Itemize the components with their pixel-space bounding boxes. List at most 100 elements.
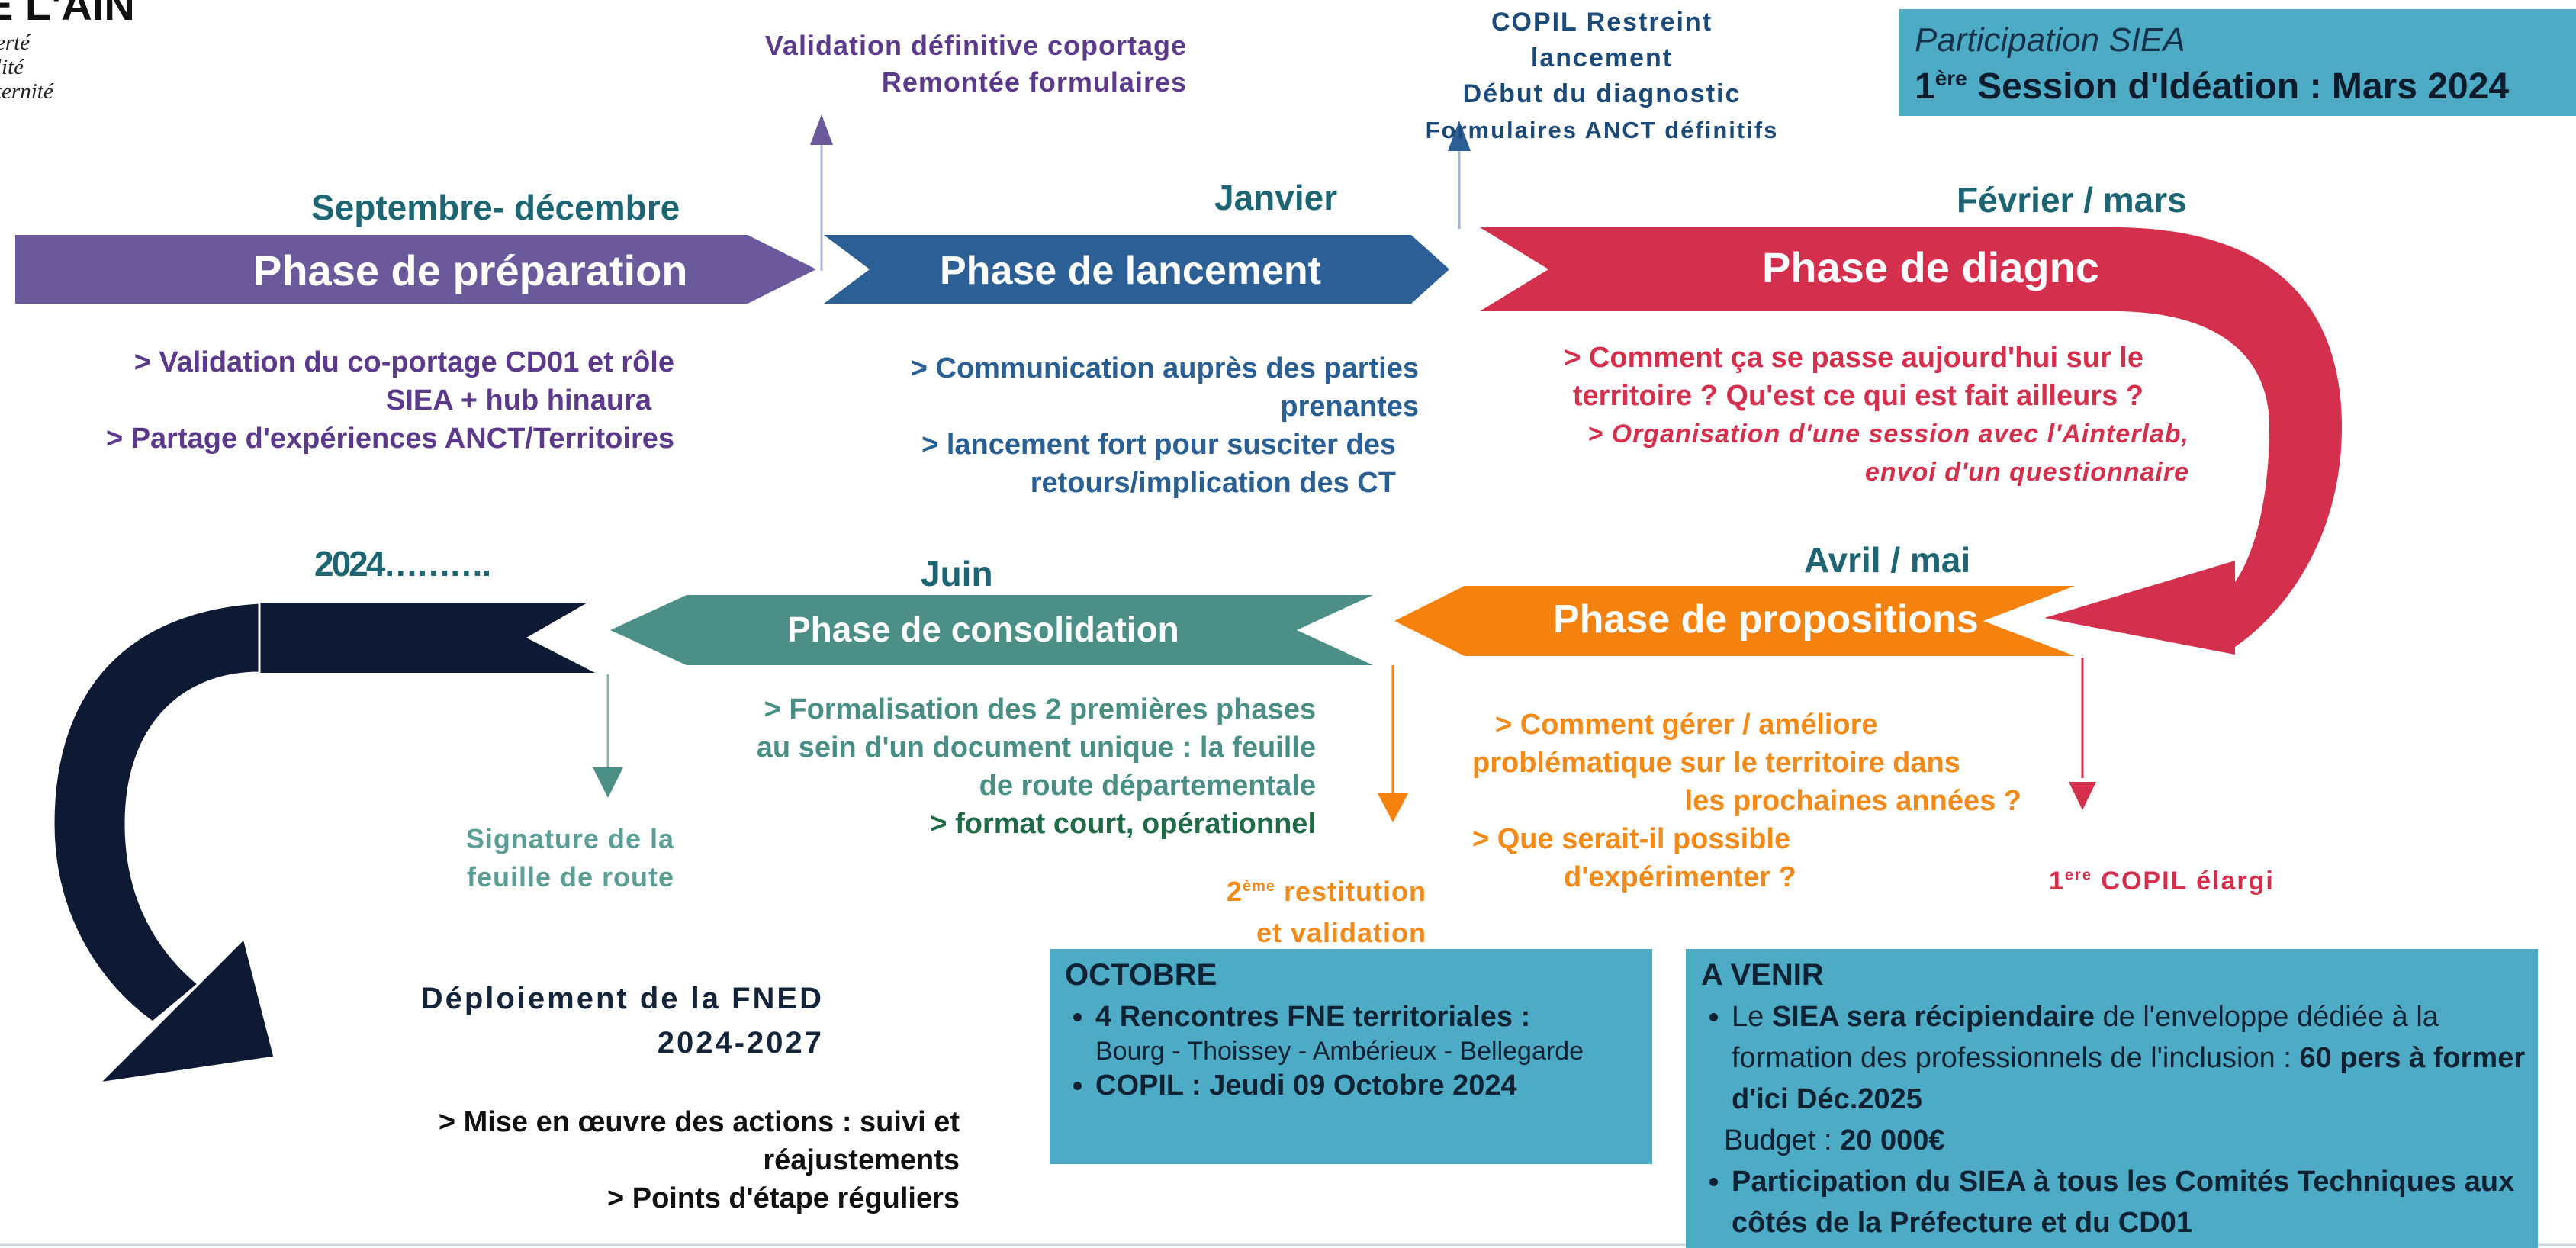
milestone-line: Signature de la [465,823,674,854]
bullet-line: réajustements [763,1144,960,1176]
period-diagnostic: Février / mars [1957,180,2187,220]
phase-propositions-arrow [1394,586,2075,656]
bullet-line: prenantes [1280,391,1419,423]
deploiement-curve-head [95,936,276,1086]
bullet-line: > Communication auprès des parties [910,352,1419,384]
avenir-item-comites: Participation du SIEA à tous les Comités… [1732,1161,2540,1243]
phase-preparation-arrow [15,235,816,304]
period-lancement: Janvier [1214,178,1338,217]
bullet-line: > Points d'étape réguliers [606,1182,960,1214]
bullet-line: > Formalisation des 2 premières phases [764,693,1316,725]
milestone-sup: ere [2064,867,2092,884]
consolidation-bullets: > Formalisation des 2 premières phases a… [687,690,1316,843]
bullet-line: > Mise en œuvre des actions : suivi et [438,1106,960,1138]
milestone-line: 2ème restitution [1114,866,1426,912]
siea-participation-box: Participation SIEA 1ère Session d'Idéati… [1899,9,2576,116]
bullet-line: > lancement fort pour susciter des [921,429,1396,461]
milestone-sup: ème [1242,878,1275,895]
budget-label: Budget : [1724,1124,1841,1156]
phase-consolidation-arrow [610,595,1373,665]
milestone-lancement: COPIL Restreint lancement Début du diagn… [1419,5,1785,148]
bullet-line: de route départementale [979,770,1316,802]
propositions-bullets: > Comment gérer / améliore problématique… [1472,706,2021,896]
period-consolidation: Juin [921,554,993,593]
milestone-line: Formulaires ANCT définitifs [1425,117,1779,143]
avenir-list: Le SIEA sera récipiendaire de l'envelopp… [1701,996,2540,1243]
budget-value: 20 000€ [1840,1124,1945,1156]
avenir-box: A VENIR Le SIEA sera récipiendaire de l'… [1686,949,2538,1248]
bullet-line: > Validation du co-portage CD01 et rôle [133,346,674,378]
milestone-rest: restitution [1284,876,1426,907]
item-bold: 60 pers à former d'ici Déc.2025 [1732,1042,2526,1115]
motto-line: lité [0,55,24,79]
octobre-title: OCTOBRE [1065,958,1217,992]
milestone-propositions: 1ere COPIL élargi [2049,867,2275,896]
milestone-head-preparation [810,114,833,145]
lancement-bullets: > Communication auprès des parties prena… [839,349,1419,502]
milestone-line: Validation définitive coportage [764,30,1187,61]
phase-lancement-arrow [824,235,1449,304]
period-propositions: Avril / mai [1804,540,1971,580]
milestone-rest: COPIL élargi [2101,867,2275,896]
milestone-head-consolidation [1378,793,1408,822]
deploiement-curve [52,601,261,1024]
bullet-line: problématique sur le territoire dans [1472,747,1960,779]
bullet-line: les prochaines années ? [1684,785,2021,817]
milestone-consolidation: 2ème restitution et validation [1114,866,1426,954]
deploiement-title: Déploiement de la FNED 2024-2027 [336,976,824,1065]
item-text: Bourg - Thoissey - Ambérieux - Bellegard… [1095,1037,1584,1066]
diagnostic-bullets: > Comment ça se passe aujourd'hui sur le… [1510,339,2189,491]
bullet-line: > Que serait-il possible [1472,823,1791,855]
siea-box-rest: Session d'Idéation : Mars 2024 [1977,66,2510,107]
milestone-num: 1 [2049,867,2065,896]
bullet-line: d'expérimenter ? [1564,861,1796,893]
title-line: Déploiement de la FNED [420,982,824,1015]
milestone-line: Remontée formulaires [881,66,1187,98]
phase-consolidation-label: Phase de consolidation [787,610,1179,649]
diagnostic-curve [2113,227,2342,647]
diagnostic-curve-head [2044,561,2235,655]
logo-title: E L'AIN [0,0,135,29]
budget-line: Budget : 20 000€ [1724,1120,2540,1161]
phase-preparation-label: Phase de préparation [253,246,688,294]
bullet-line: envoi d'un questionnaire [1864,458,2189,487]
octobre-box: OCTOBRE 4 Rencontres FNE territoriales :… [1050,949,1652,1164]
phase-lancement-label: Phase de lancement [940,249,1321,293]
bullet-line: > Organisation d'une session avec l'Aint… [1587,420,2189,449]
item-bold: SIEA sera récipiendaire [1771,1001,2095,1033]
octobre-item-copil: COPIL : Jeudi 09 Octobre 2024 [1095,1068,1660,1103]
title-line: 2024-2027 [657,1026,824,1060]
bullet-line: territoire ? Qu'est ce qui est fait aill… [1572,380,2143,412]
octobre-list: 4 Rencontres FNE territoriales : Bourg -… [1065,999,1660,1103]
milestone-head-propositions [2069,782,2096,810]
milestone-head-lancement [1448,121,1471,151]
milestone-line: feuille de route [466,861,674,893]
siea-box-line1: Participation SIEA [1915,21,2185,59]
bullet-line: SIEA + hub hinaura [385,384,651,417]
bullet-line: > Partage d'expériences ANCT/Territoires [105,423,674,455]
item-text: de l'enveloppe dédiée à la formation des… [1732,1001,2439,1074]
phase-diagnostic-arrow [1480,227,2121,311]
republic-motto: erté lité ternité [0,31,53,104]
phase-deploiement-band [252,603,595,673]
milestone-line: Début du diagnostic [1462,79,1741,108]
bullet-line: retours/implication des CT [1030,467,1396,499]
item-text: Le [1732,1001,1772,1033]
milestone-line: et validation [1256,917,1426,948]
siea-box-sup: ère [1934,66,1967,90]
motto-line: ternité [0,79,53,104]
milestone-preparation: Validation définitive coportage Remontée… [671,27,1187,101]
preparation-bullets: > Validation du co-portage CD01 et rôle … [31,343,674,458]
milestone-line: COPIL Restreint lancement [1491,8,1713,72]
milestone-head-deploiement [593,767,623,798]
octobre-item-rencontres: 4 Rencontres FNE territoriales : Bourg -… [1095,999,1660,1068]
bullet-line: au sein d'un document unique : la feuill… [756,732,1316,764]
signature-milestone: Signature de la feuille de route [397,820,674,896]
avenir-item-recipiendaire: Le SIEA sera récipiendaire de l'envelopp… [1724,996,2540,1161]
period-deploiement: 2024………. [314,544,491,584]
bullet-line: > format court, opérationnel [930,808,1316,840]
bullet-line: > Comment gérer / améliore [1495,709,1878,741]
period-preparation: Septembre- décembre [311,188,680,227]
item-title: 4 Rencontres FNE territoriales : [1095,1001,1531,1033]
